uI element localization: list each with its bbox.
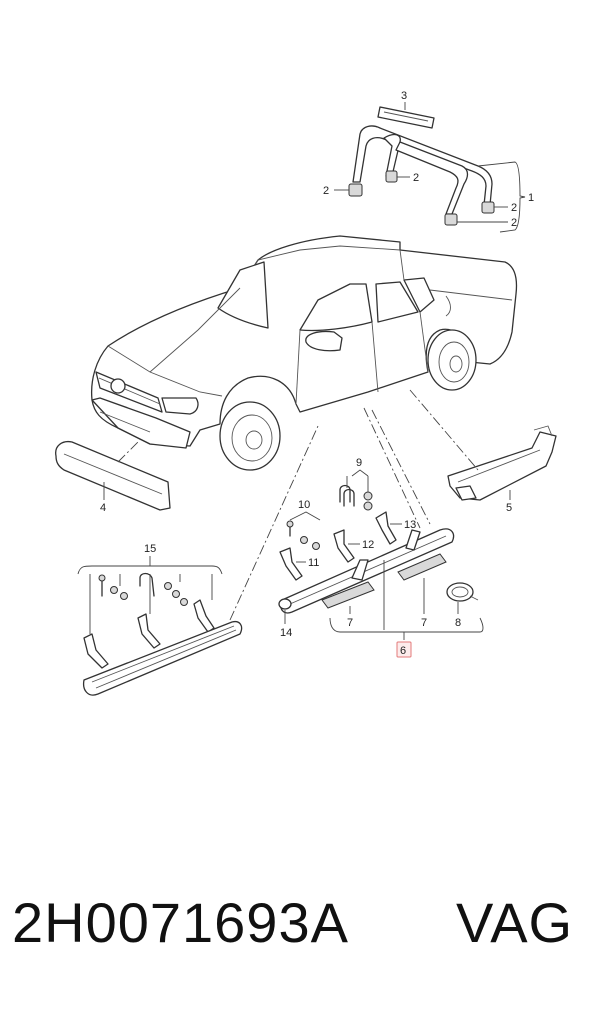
front-wheel — [219, 401, 281, 471]
mount-foot — [385, 170, 398, 183]
headlight — [161, 397, 199, 415]
callout-13: 13 — [404, 519, 416, 531]
callout-6-highlight — [396, 641, 412, 658]
callout-10: 10 — [298, 499, 310, 511]
mount-foot — [481, 201, 495, 214]
part-number: 2H0071693A — [12, 891, 349, 954]
callout-3: 3 — [401, 90, 407, 102]
front-protector — [55, 439, 171, 511]
callout-6: 6 — [400, 645, 406, 657]
step-pad — [397, 553, 447, 581]
bracket — [351, 559, 369, 581]
mount-foot — [348, 183, 363, 197]
rear-wheel — [427, 329, 477, 391]
roll-bar — [352, 125, 493, 206]
pickup-truck — [90, 235, 518, 471]
callout-7: 7 — [421, 617, 427, 629]
bracket — [405, 529, 421, 551]
callout-2: 2 — [511, 202, 517, 214]
callout-12: 12 — [362, 539, 374, 551]
brand-label: VAG — [456, 891, 574, 954]
callout-15: 15 — [144, 543, 156, 555]
mount-foot — [444, 213, 458, 226]
front-bumper — [91, 397, 191, 449]
callout-4: 4 — [100, 502, 106, 514]
callout-11: 11 — [308, 557, 319, 569]
side-mirror — [305, 330, 343, 352]
callout-8: 8 — [455, 617, 461, 629]
callout-9: 9 — [356, 457, 362, 469]
callout-14: 14 — [280, 627, 292, 639]
side-tube-bar — [278, 407, 484, 640]
running-board-assembly — [77, 425, 319, 696]
step-pad — [321, 581, 375, 609]
footer: 2H0071693A VAG — [0, 890, 600, 990]
end-cap — [278, 598, 292, 610]
mounting-hardware — [279, 469, 402, 581]
roll-bar-assembly — [334, 102, 526, 233]
logo-emblem — [110, 378, 126, 394]
callout-1: 1 — [528, 192, 534, 204]
rear-step-bar — [409, 389, 557, 501]
callout-2: 2 — [323, 185, 329, 197]
callout-7: 7 — [347, 617, 353, 629]
brake-light-strip — [377, 106, 435, 129]
callout-2: 2 — [511, 217, 517, 229]
callout-2: 2 — [413, 172, 419, 184]
callout-5: 5 — [506, 502, 512, 514]
adhesive-tape-roll — [446, 582, 474, 602]
